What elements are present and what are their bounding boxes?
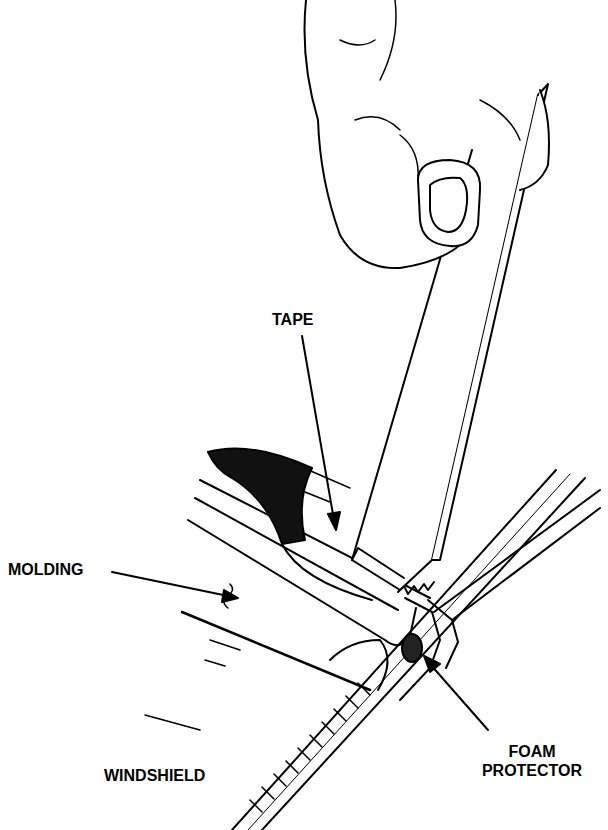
flat-tool-edge <box>432 84 548 560</box>
tape-strip <box>208 448 312 544</box>
windshield-hatch <box>250 683 370 812</box>
part-label: MOLDING <box>8 560 84 579</box>
molding-curl <box>330 640 388 690</box>
finger <box>520 90 549 190</box>
shade-line <box>145 715 200 730</box>
shade-line <box>205 660 225 666</box>
hand <box>400 135 418 180</box>
part-label: FOAM PROTECTOR <box>480 742 584 780</box>
thumb <box>418 160 480 246</box>
leader-line <box>302 336 334 520</box>
part-label: WINDSHIELD <box>104 766 205 785</box>
part-label: TAPE <box>272 310 313 329</box>
thumbnail <box>430 178 467 232</box>
flat-tool <box>352 548 404 578</box>
leader-lines <box>112 336 488 730</box>
squiggle <box>224 584 233 608</box>
hand <box>380 0 396 80</box>
arrowhead <box>328 512 340 530</box>
arrowhead <box>424 656 440 672</box>
shade-line <box>305 492 330 502</box>
foam-protector <box>402 634 422 662</box>
body-panel <box>452 508 600 620</box>
shade-line <box>210 640 240 650</box>
body-flange <box>400 598 440 700</box>
leader-line <box>112 572 228 596</box>
hand <box>355 117 400 130</box>
hand <box>340 40 375 45</box>
body-flange <box>428 600 458 668</box>
body-panel <box>434 490 600 612</box>
leader-line <box>430 664 488 730</box>
finger <box>480 100 520 140</box>
